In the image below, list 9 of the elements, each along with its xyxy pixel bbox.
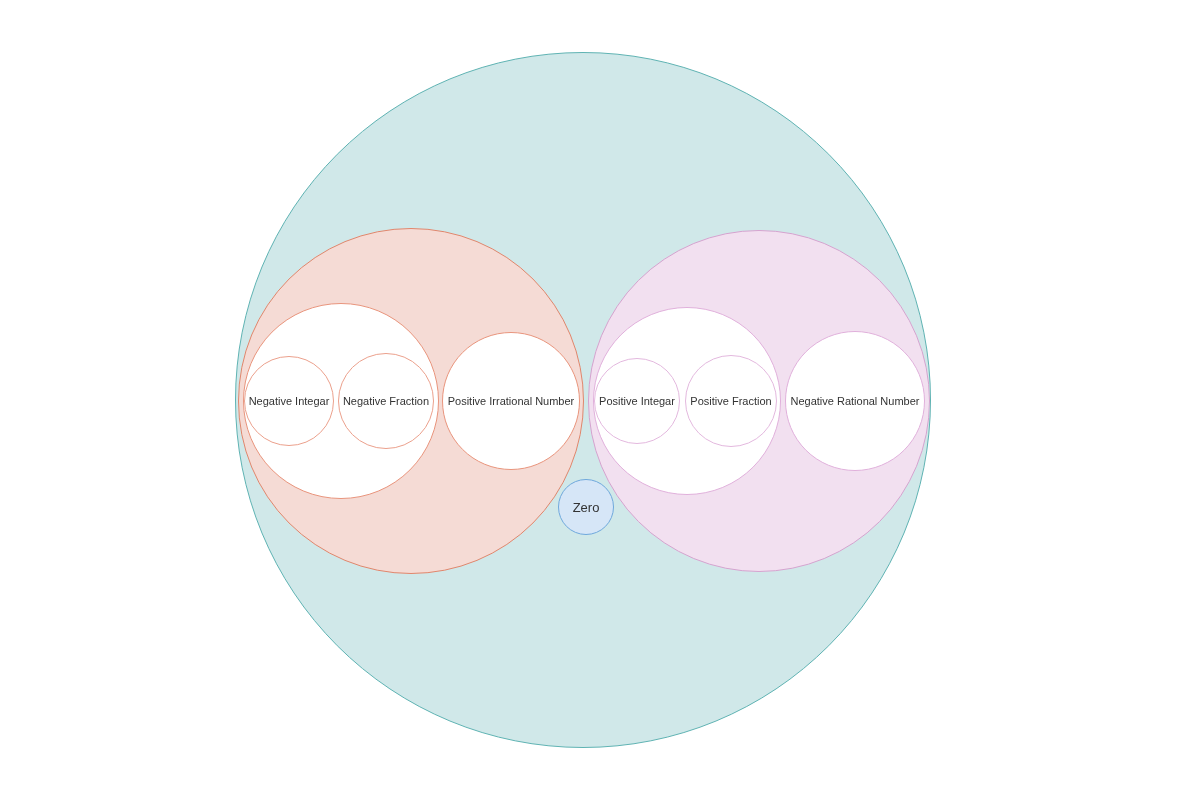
set-label: Negative Integar (248, 395, 330, 407)
set-label: Positive Irrational Number (447, 395, 575, 407)
set-circle (558, 479, 614, 535)
set-label: Negative Fraction (342, 395, 430, 407)
set-label: Zero (572, 499, 600, 515)
set-label: Positive Integar (599, 395, 675, 407)
set-label: Negative Rational Number (790, 395, 920, 407)
set-circle (594, 358, 680, 444)
set-label: Positive Fraction (690, 395, 772, 407)
